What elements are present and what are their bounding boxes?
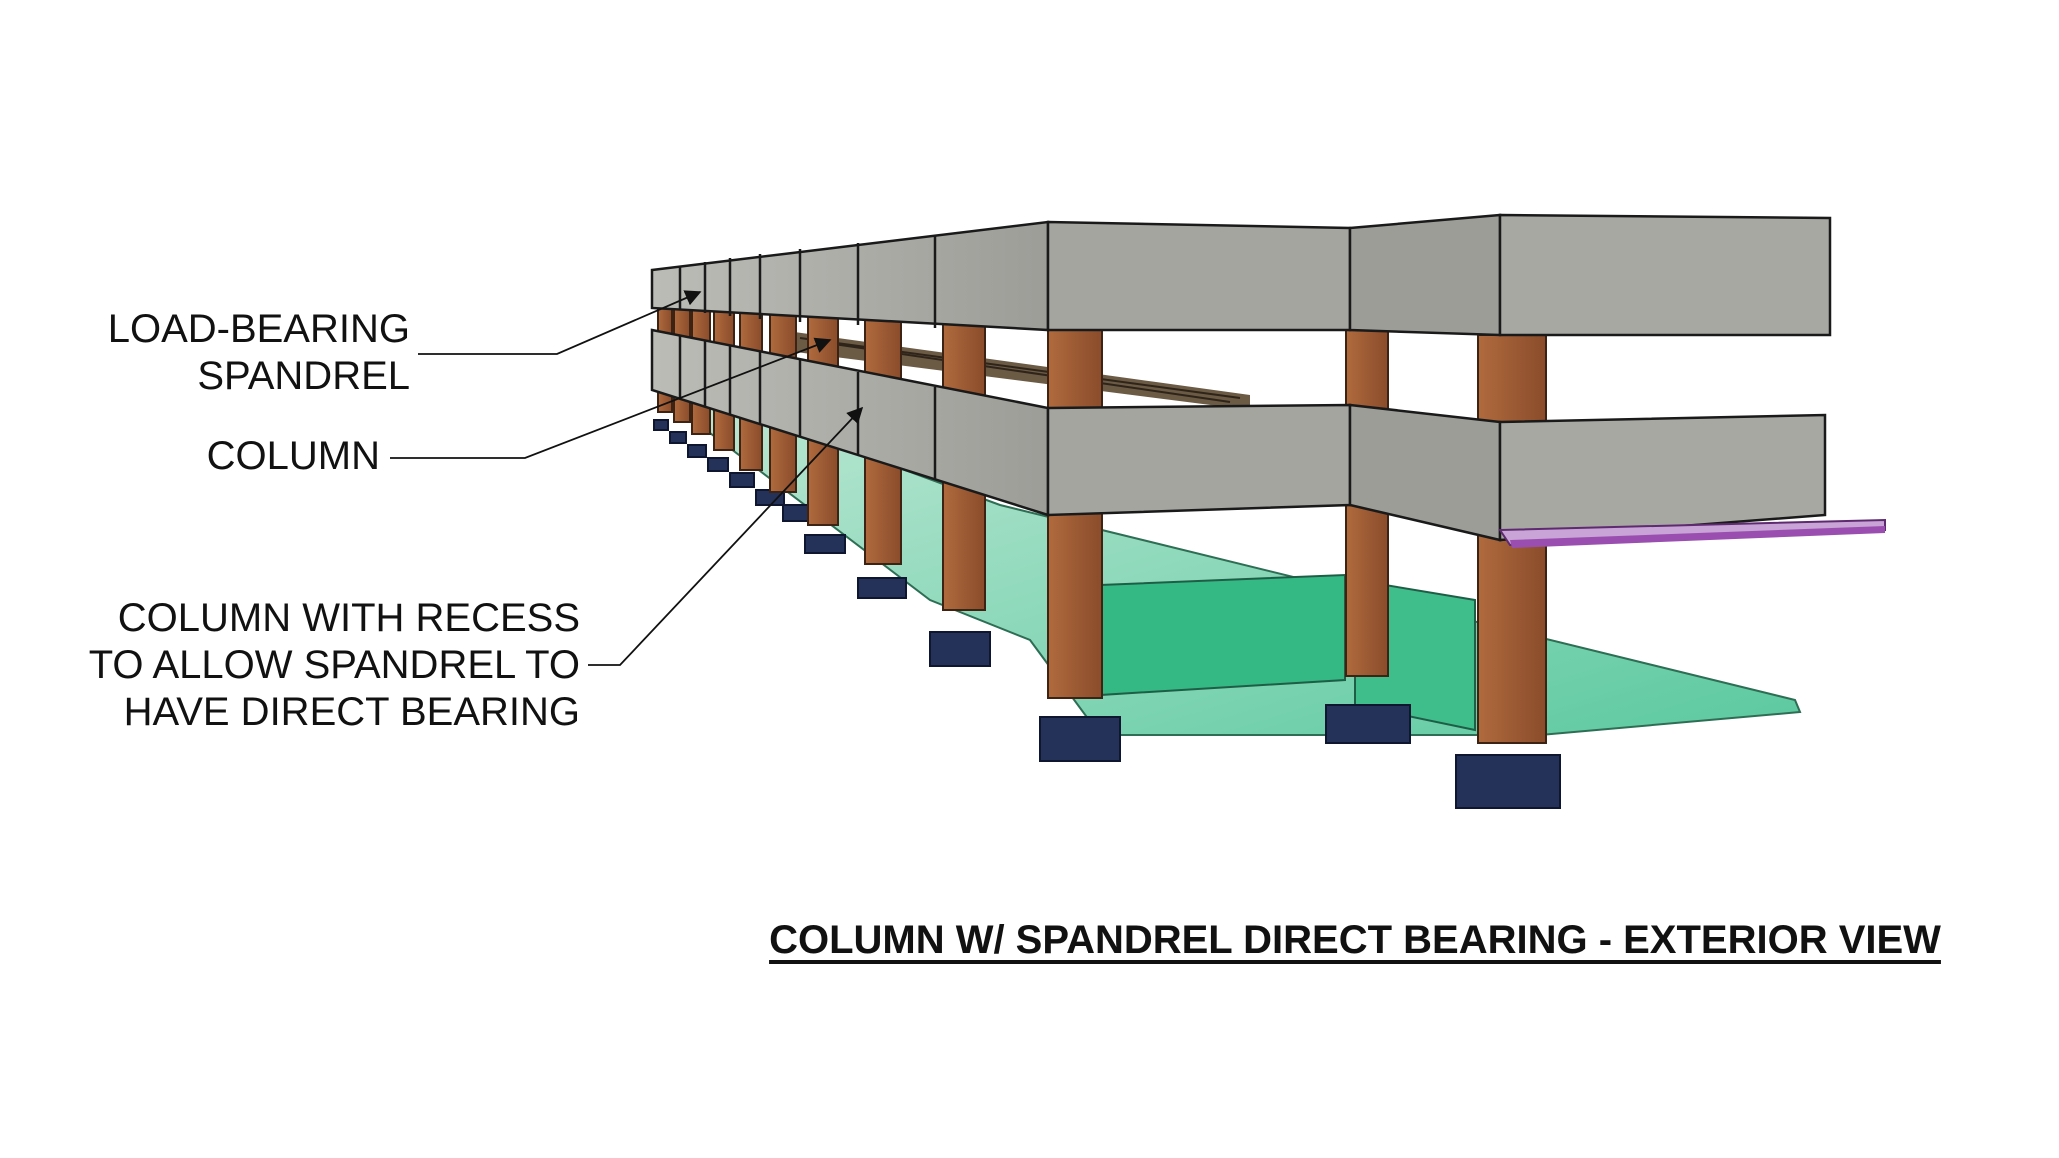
load-bearing-spandrel-upper <box>650 213 1832 337</box>
label-line: COLUMN <box>206 434 380 478</box>
column-label: COLUMN <box>60 433 380 480</box>
cantilever-plate-edge <box>1510 526 1885 548</box>
label-line: SPANDREL <box>197 354 410 398</box>
column-with-recess-label: COLUMN WITH RECESS TO ALLOW SPANDREL TO … <box>40 595 580 736</box>
footings <box>653 419 1561 809</box>
label-line: LOAD-BEARING <box>107 307 410 351</box>
label-line: HAVE DIRECT BEARING <box>123 690 580 734</box>
label-line: COLUMN WITH RECESS <box>117 596 580 640</box>
leader-lines <box>390 290 864 666</box>
load-bearing-spandrel-lower <box>650 328 1827 542</box>
drawing-title: COLUMN W/ SPANDREL DIRECT BEARING - EXTE… <box>769 918 1941 962</box>
label-line: TO ALLOW SPANDREL TO <box>88 643 580 687</box>
load-bearing-spandrel-label: LOAD-BEARING SPANDREL <box>60 306 410 400</box>
